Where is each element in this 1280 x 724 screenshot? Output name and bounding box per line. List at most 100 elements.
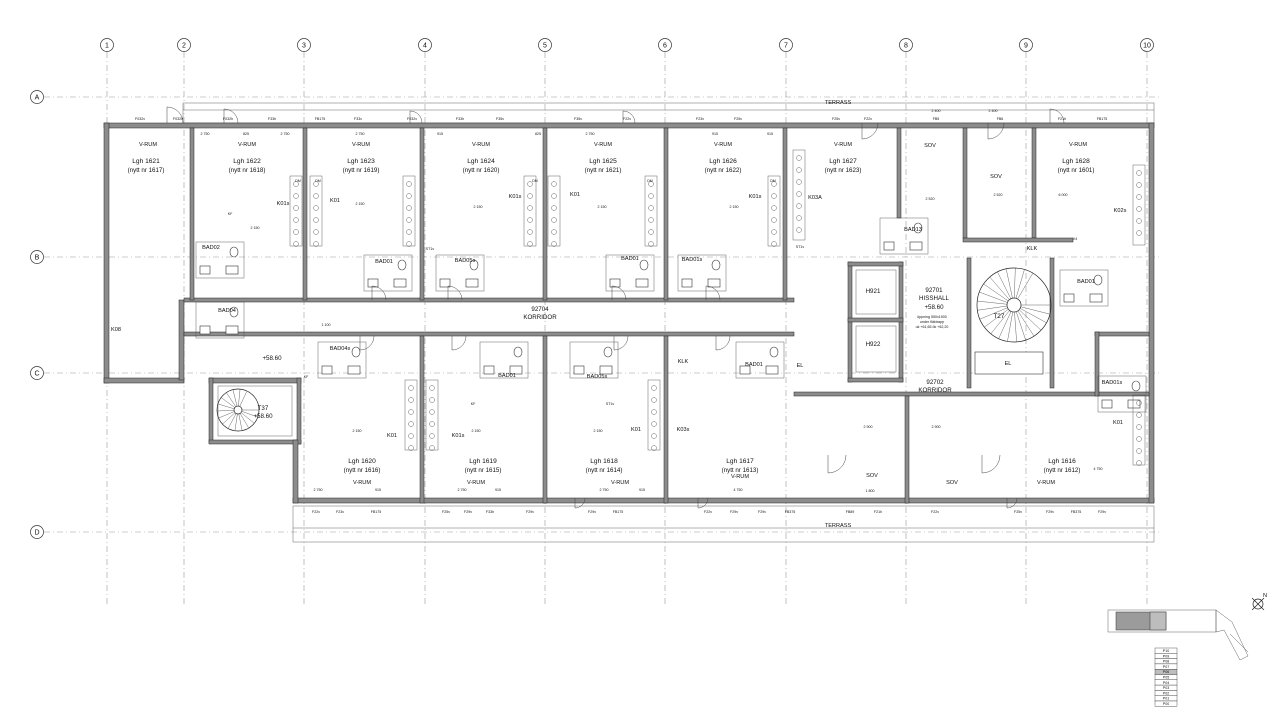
column-axis-bubble: 6 <box>658 38 672 52</box>
dimension-text: 915 <box>437 132 443 136</box>
stair-label: T27 <box>994 313 1005 320</box>
svg-text:2: 2 <box>182 43 186 50</box>
dimension-text: 2 150 <box>353 429 362 433</box>
svg-text:P00: P00 <box>1163 702 1169 706</box>
dimension-text: 2 400 <box>932 109 941 113</box>
svg-text:BAD05s: BAD05s <box>587 374 608 380</box>
svg-text:(nytt nr 1622): (nytt nr 1622) <box>705 167 742 174</box>
door-swing <box>981 454 1001 474</box>
dimension-text: 4 750 <box>734 488 743 492</box>
svg-text:BAD01s: BAD01s <box>682 257 703 263</box>
window-tag: F032h <box>223 117 233 121</box>
door-swing <box>611 285 627 301</box>
svg-text:BAD04s: BAD04s <box>330 346 351 352</box>
window-tag: F032v <box>135 117 145 121</box>
dimension-text: 2 750 <box>314 488 323 492</box>
door-swing <box>223 108 239 124</box>
window-tag: F22v <box>704 510 712 514</box>
svg-text:BAD05s: BAD05s <box>455 258 476 264</box>
row-axis-bubble: B <box>30 250 44 264</box>
dimension-text: 2 150 <box>598 205 607 209</box>
window-tag: F25v <box>832 117 840 121</box>
bathroom-block: BAD13 <box>879 217 929 255</box>
dimension-text: 4 750 <box>1094 467 1103 471</box>
window-tag: F25v <box>734 117 742 121</box>
door-swing <box>359 335 375 351</box>
level-mark: +58.60 <box>262 355 282 362</box>
svg-text:6: 6 <box>663 43 667 50</box>
column-axis-bubble: 10 <box>1140 38 1154 52</box>
door-swing <box>409 110 423 124</box>
bathroom-block: BAD01 <box>735 341 785 379</box>
window-tag: F25v <box>442 510 450 514</box>
svg-text:(nytt nr 1619): (nytt nr 1619) <box>343 167 380 174</box>
kitchen-counter <box>767 175 781 247</box>
keyplan-floor-row: P04 <box>1154 679 1178 686</box>
dimension-text: 2 750 <box>281 132 290 136</box>
svg-text:P09: P09 <box>1163 654 1169 658</box>
bathroom-block: BAD05s <box>435 254 485 292</box>
svg-text:9: 9 <box>1024 43 1028 50</box>
row-axis-bubble: A <box>30 90 44 104</box>
svg-text:(nytt nr 1620): (nytt nr 1620) <box>463 167 500 174</box>
svg-text:(nytt nr 1601): (nytt nr 1601) <box>1058 167 1095 174</box>
window-tag: F21h <box>874 510 882 514</box>
kitchen-counter <box>644 175 658 247</box>
terrace-north-label: TERRASS <box>825 100 852 106</box>
bedroom-label: SOV <box>866 473 878 479</box>
svg-text:öppning 550x1900: öppning 550x1900 <box>917 315 947 319</box>
svg-text:V-RUM: V-RUM <box>1069 142 1087 148</box>
fixture-tag: DM <box>770 179 776 183</box>
svg-text:Lgh 1620: Lgh 1620 <box>348 458 376 465</box>
kitchen-counter <box>792 149 806 241</box>
fixture-tag: KF <box>228 212 233 216</box>
lift-label: H921 <box>866 288 881 295</box>
svg-text:V-RUM: V-RUM <box>594 142 612 148</box>
svg-text:BAD01: BAD01 <box>498 373 516 379</box>
svg-text:C: C <box>34 371 39 378</box>
svg-text:Lgh 1623: Lgh 1623 <box>347 158 375 165</box>
svg-text:Lgh 1627: Lgh 1627 <box>829 158 857 165</box>
svg-text:BAD01: BAD01 <box>1077 279 1095 285</box>
window-tag: F33h <box>456 117 464 121</box>
dimension-text: 825 <box>243 132 249 136</box>
window-tag: F29v <box>730 510 738 514</box>
bathroom-block: BAD01 <box>479 341 529 379</box>
svg-text:A: A <box>35 95 40 102</box>
dimension-text: 2 750 <box>586 132 595 136</box>
svg-text:Lgh 1617: Lgh 1617 <box>726 458 754 465</box>
svg-text:BAD01: BAD01 <box>745 362 763 368</box>
column-axis-bubble: 2 <box>177 38 191 52</box>
svg-text:P05: P05 <box>1163 676 1169 680</box>
window-tag: FB6 <box>997 117 1004 121</box>
kitchen-label: K01 <box>330 198 340 204</box>
lift-label: H922 <box>866 341 881 348</box>
door-swing <box>613 335 629 351</box>
door-swing <box>574 497 586 509</box>
svg-text:BAD01s: BAD01s <box>1102 380 1123 386</box>
column-axis-bubble: 5 <box>538 38 552 52</box>
apartment-label-1619: Lgh 1619 (nytt nr 1615) V-RUM <box>465 458 502 486</box>
window-tag: F22v <box>864 117 872 121</box>
dimension-text: 2 150 <box>474 205 483 209</box>
svg-text:Lgh 1622: Lgh 1622 <box>233 158 261 165</box>
kitchen-label: K01s <box>452 433 465 439</box>
bedroom-label: SOV <box>990 174 1002 180</box>
apartment-label-1628: V-RUM Lgh 1628 (nytt nr 1601) <box>1058 142 1095 174</box>
dimension-text: 2 150 <box>730 205 739 209</box>
svg-text:(nytt nr 1618): (nytt nr 1618) <box>229 167 266 174</box>
svg-text:V-RUM: V-RUM <box>834 142 852 148</box>
bathroom-block: BAD04 <box>195 301 245 339</box>
svg-text:V-RUM: V-RUM <box>352 142 370 148</box>
door-swing <box>622 110 636 124</box>
svg-text:Lgh 1616: Lgh 1616 <box>1048 458 1076 465</box>
dimension-text: 2 900 <box>932 425 941 429</box>
window-tag: FB5 <box>933 117 940 121</box>
window-tag: FB175 <box>371 510 382 514</box>
living-room-label: V-RUM <box>139 142 157 148</box>
keyplan-floor-row: P02 <box>1154 690 1178 696</box>
column-axis-bubble: 7 <box>779 38 793 52</box>
svg-text:V-RUM: V-RUM <box>731 474 749 480</box>
apartment-label-1622: V-RUM Lgh 1622 (nytt nr 1618) <box>229 142 266 174</box>
